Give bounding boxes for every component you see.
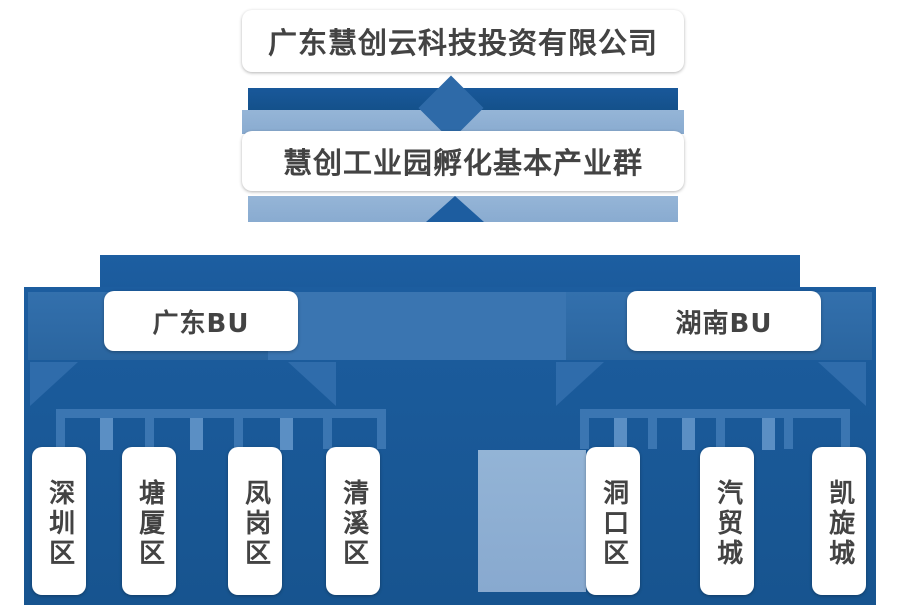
bracket-bar-left (56, 409, 386, 418)
bracket-drop-l1 (100, 418, 113, 450)
district-label-fenggang: 凤岗区 (240, 479, 271, 569)
district-node-shenzhen[interactable]: 深圳区 (32, 447, 86, 595)
bracket-drop-l2 (190, 418, 203, 450)
district-node-qimaocheng[interactable]: 汽贸城 (700, 447, 754, 595)
district-node-fenggang[interactable]: 凤岗区 (228, 447, 282, 595)
bracket-bar-right (580, 409, 850, 418)
district-node-qingxi[interactable]: 清溪区 (326, 447, 380, 595)
bracket-stem-r2 (648, 409, 657, 449)
bu-node-guangdong[interactable]: 广东BU (104, 291, 298, 351)
bracket-stem-r4 (784, 409, 793, 449)
wedge-left-outer (30, 362, 78, 406)
bracket-stem-r5 (841, 409, 850, 449)
connector-triangle-up-icon (426, 196, 484, 222)
industry-group-label: 慧创工业园孵化基本产业群 (282, 146, 643, 180)
bu-node-hunan[interactable]: 湖南BU (627, 291, 821, 351)
bu-label-hunan: 湖南BU (675, 308, 773, 339)
district-label-shenzhen: 深圳区 (44, 479, 75, 569)
bracket-drop-r3 (762, 418, 775, 450)
bracket-stem-l3 (234, 409, 243, 449)
bracket-drop-r2 (682, 418, 695, 450)
wedge-left-inner (288, 362, 336, 406)
wedge-right-inner (556, 362, 604, 406)
bu-spine-band-shade (268, 292, 566, 360)
bracket-stem-l1 (56, 409, 65, 449)
company-node[interactable]: 广东慧创云科技投资有限公司 (242, 10, 684, 72)
company-label: 广东慧创云科技投资有限公司 (267, 26, 658, 60)
district-label-kaixuancheng: 凯旋城 (824, 479, 855, 569)
district-label-tangxia: 塘厦区 (134, 479, 165, 569)
bracket-stem-r1 (580, 409, 589, 449)
bracket-drop-r1 (614, 418, 627, 450)
bu-label-guangdong: 广东BU (152, 308, 250, 339)
bracket-drop-l3 (280, 418, 293, 450)
district-node-dongkou[interactable]: 洞口区 (586, 447, 640, 595)
industry-group-node[interactable]: 慧创工业园孵化基本产业群 (242, 131, 684, 191)
bracket-stem-l4 (323, 409, 332, 449)
bracket-stem-l5 (377, 409, 386, 449)
district-label-dongkou: 洞口区 (598, 479, 629, 569)
bracket-stem-l2 (145, 409, 154, 449)
bracket-stem-r3 (716, 409, 725, 449)
wedge-right-outer (818, 362, 866, 406)
placeholder-block-empty (478, 450, 586, 592)
district-label-qimaocheng: 汽贸城 (712, 479, 743, 569)
district-label-qingxi: 清溪区 (338, 479, 369, 569)
district-node-kaixuancheng[interactable]: 凯旋城 (812, 447, 866, 595)
district-node-tangxia[interactable]: 塘厦区 (122, 447, 176, 595)
